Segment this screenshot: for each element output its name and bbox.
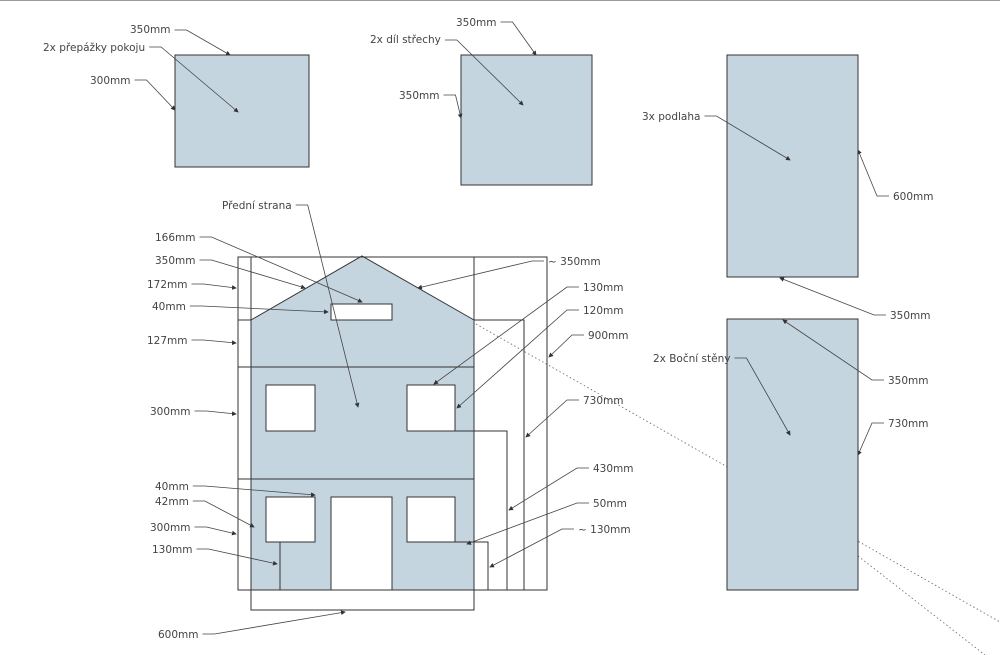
leader-arrow bbox=[194, 410, 237, 416]
step-height-label[interactable]: 430mm bbox=[593, 463, 634, 475]
floor-name-label[interactable]: 3x podlaha bbox=[642, 111, 700, 123]
leader-arrow bbox=[191, 339, 237, 346]
upper-floor-label[interactable]: 300mm bbox=[150, 406, 191, 418]
roof-slope-label[interactable]: 350mm bbox=[155, 255, 196, 267]
leader-arrow bbox=[134, 79, 176, 111]
window-offset-label[interactable]: 42mm bbox=[155, 496, 189, 508]
front-wall[interactable] bbox=[237, 255, 548, 611]
partition-width-label[interactable]: 350mm bbox=[130, 24, 171, 36]
leader-arrow bbox=[456, 309, 579, 409]
partition-height-label[interactable]: 300mm bbox=[90, 75, 131, 87]
roof-name-label[interactable]: 2x díl střechy bbox=[370, 34, 441, 46]
window-lower-right bbox=[406, 496, 456, 543]
total-height-label[interactable]: 900mm bbox=[588, 330, 629, 342]
bottom-step-label[interactable]: ~ 130mm bbox=[578, 524, 631, 536]
leader-arrow bbox=[489, 528, 574, 568]
leader-arrow bbox=[525, 399, 579, 438]
ledge-label[interactable]: 50mm bbox=[593, 498, 627, 510]
leader-arrow bbox=[782, 319, 884, 381]
side-width-label[interactable]: 350mm bbox=[888, 375, 929, 387]
window-top-border bbox=[0, 0, 1000, 1]
roof-width-label[interactable]: 350mm bbox=[456, 17, 497, 29]
partition-panel[interactable] bbox=[174, 54, 310, 168]
door-cutout bbox=[330, 496, 393, 591]
leader-arrow bbox=[174, 29, 231, 56]
leader-arrow bbox=[196, 548, 278, 566]
leader-arrow bbox=[444, 39, 524, 106]
roof-height-front-label[interactable]: 172mm bbox=[147, 279, 188, 291]
leader-arrow bbox=[192, 485, 316, 498]
leader-arrow bbox=[857, 422, 884, 456]
leader-arrow bbox=[194, 526, 237, 536]
window-lower-left bbox=[265, 496, 316, 543]
window-height-label[interactable]: 120mm bbox=[583, 305, 624, 317]
leader-arrow bbox=[417, 260, 544, 290]
leader-arrow bbox=[149, 46, 239, 113]
leader-arrow bbox=[704, 115, 791, 161]
side-height-label[interactable]: 730mm bbox=[888, 418, 929, 430]
guide-line bbox=[857, 555, 986, 655]
upper-band-label[interactable]: 127mm bbox=[147, 335, 188, 347]
floor-panel[interactable] bbox=[726, 54, 859, 278]
leader-arrow bbox=[857, 149, 889, 197]
leader-arrow bbox=[295, 204, 360, 408]
roof-height-label[interactable]: 350mm bbox=[399, 90, 440, 102]
lower-floor-label[interactable]: 300mm bbox=[150, 522, 191, 534]
front-name-label[interactable]: Přední strana bbox=[222, 200, 292, 212]
window-width-label[interactable]: 130mm bbox=[583, 282, 624, 294]
side-wall-panel[interactable] bbox=[726, 318, 859, 591]
leader-arrow bbox=[199, 236, 363, 303]
side-name-label[interactable]: 2x Boční stěny bbox=[653, 353, 730, 365]
leader-arrow bbox=[779, 277, 886, 316]
leader-arrow bbox=[191, 283, 237, 290]
leader-arrow bbox=[508, 467, 589, 511]
chimney-height-label[interactable]: 40mm bbox=[152, 301, 186, 313]
wall-height-label[interactable]: 730mm bbox=[583, 395, 624, 407]
window-gap-label[interactable]: 130mm bbox=[152, 544, 193, 556]
base-width-label[interactable]: 600mm bbox=[158, 629, 199, 641]
partition-name-label[interactable]: 2x přepážky pokoju bbox=[43, 42, 145, 54]
chimney-cutout bbox=[330, 303, 393, 321]
leader-arrow bbox=[199, 259, 306, 290]
leader-arrow bbox=[202, 610, 346, 635]
leader-arrow bbox=[548, 334, 584, 358]
leader-arrow bbox=[433, 286, 579, 385]
roof-panel[interactable] bbox=[460, 54, 593, 186]
leader-arrow bbox=[192, 500, 255, 528]
leader-arrow bbox=[443, 94, 463, 119]
leader-arrow bbox=[466, 502, 589, 545]
leader-arrow bbox=[500, 21, 537, 56]
floor-height-label[interactable]: 600mm bbox=[893, 191, 934, 203]
window-upper-left bbox=[265, 384, 316, 432]
leader-arrow bbox=[734, 357, 791, 436]
door-offset-label[interactable]: 40mm bbox=[155, 481, 189, 493]
leader-arrow bbox=[189, 305, 329, 315]
chimney-width-label[interactable]: 166mm bbox=[155, 232, 196, 244]
window-upper-right bbox=[406, 384, 456, 432]
roof-slope-right-label[interactable]: ~ 350mm bbox=[548, 256, 601, 268]
floor-width-label[interactable]: 350mm bbox=[890, 310, 931, 322]
